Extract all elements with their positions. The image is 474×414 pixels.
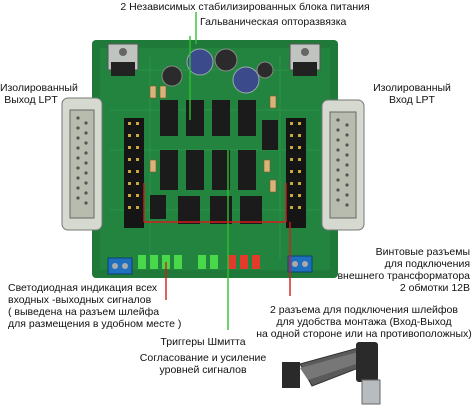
lpt-input-line1: Изолированный [373,82,451,94]
screw-terminal-left [107,257,133,275]
pointer-lines [143,12,291,330]
signal-amplification-line2: уровней сигналов [159,364,247,376]
schmitt-triggers-label: Триггеры Шмитта [160,336,246,348]
ribbon-header-left [124,118,144,228]
ribbon-header-right [286,118,306,228]
resistors [149,85,277,193]
screw-terminal-right [287,255,313,273]
screw-terminals-line4: 2 обмотки 12В [399,282,470,294]
signal-amplification-label: Согласование и усиление уровней сигналов [118,352,288,376]
ribbon-connectors-line3: на одной стороне или на противоположных) [256,328,472,340]
power-supply-label: 2 Независимых стабилизированных блока пи… [120,1,370,13]
lpt-input-label: Изолированный Вход LPT [350,82,474,106]
led-indication-line4: для размещения в удобном месте ) [8,318,182,330]
led-indication-line1: Светодиодная индикация всех [8,282,158,294]
lpt-output-connector [61,97,103,231]
ribbon-connectors-line1: 2 разъема для подключения шлейфов [270,304,458,316]
led-indication-line3: ( выведена на разъем шлейфа [8,306,160,318]
screw-terminals-line1: Винтовые разъемы [375,246,470,258]
screw-terminals-label: Винтовые разъемы для подключения внешнег… [330,246,470,294]
ribbon-connectors-label: 2 разъема для подключения шлейфов для уд… [254,304,474,340]
ribbon-cable-image [282,342,381,405]
lpt-output-line1: Изолированный [0,82,78,94]
lpt-output-line2: Выход LPT [4,94,58,106]
optoisolation-label: Гальваническая опторазвязка [200,16,347,28]
ribbon-connectors-line2: для удобства монтажа (Вход-Выход [276,316,452,328]
lpt-input-connector [321,99,365,231]
capacitors [161,48,274,94]
lpt-output-label: Изолированный Выход LPT [0,82,78,106]
optocoupler-chips [150,100,278,224]
screw-terminals-line2: для подключения [384,258,470,270]
led-indication-line2: входных -выходных сигналов [8,294,152,306]
voltage-regulator-left [107,43,139,76]
screw-terminals-line3: внешнего трансформатора [337,270,470,282]
signal-amplification-line1: Согласование и усиление [139,352,267,364]
voltage-regulator-right [289,43,321,76]
led-indication-label: Светодиодная индикация всех входных -вых… [8,282,181,330]
led-indicators [138,255,260,269]
lpt-input-line2: Вход LPT [389,94,435,106]
